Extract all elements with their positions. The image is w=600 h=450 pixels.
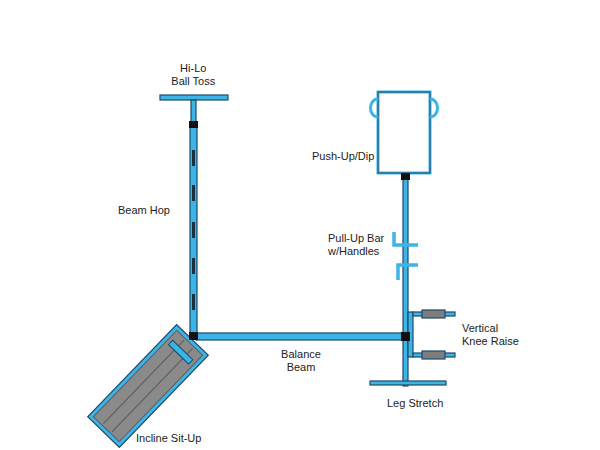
part-label: Push-Up/Dip xyxy=(312,150,374,163)
part-label: Beam Hop xyxy=(118,204,170,217)
push-up-handle xyxy=(371,99,379,117)
knee-raise-pad xyxy=(422,351,445,359)
sit-up-bench xyxy=(88,325,209,448)
push-up-frame xyxy=(378,92,430,173)
push-up-handle xyxy=(430,99,438,117)
balance-beam xyxy=(196,333,405,340)
push-up-outline xyxy=(378,92,430,173)
leg-stretch-bar xyxy=(370,381,446,385)
pull-up-handle xyxy=(398,265,418,280)
knee-raise-pad xyxy=(422,310,445,318)
part-label: Hi-Lo Ball Toss xyxy=(170,62,217,88)
part-label: Vertical Knee Raise xyxy=(462,322,522,348)
part-label: Pull-Up Bar w/Handles xyxy=(328,232,388,258)
part-label: Leg Stretch xyxy=(387,397,443,410)
beam-hop xyxy=(190,122,197,338)
pull-up-handle xyxy=(394,232,418,245)
part-label: Incline Sit-Up xyxy=(136,432,201,445)
ball-toss-bar xyxy=(160,95,228,100)
part-label: Balance Beam xyxy=(276,348,326,374)
main-post xyxy=(403,176,408,386)
ball-toss-stem xyxy=(191,100,196,122)
